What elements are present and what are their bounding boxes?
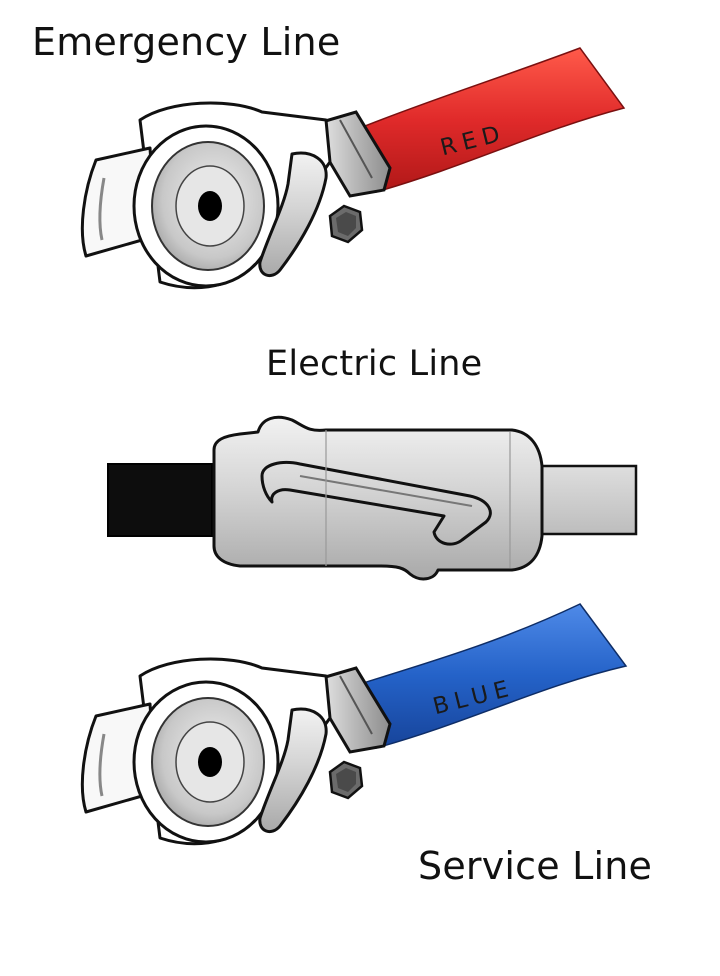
service-port [198,747,222,777]
electric-line-label: Electric Line [266,344,483,384]
service-hook [258,707,328,834]
emergency-gladhand: RED [80,47,626,290]
emergency-port [198,191,222,221]
electric-connector-body [212,415,544,581]
emergency-hose [359,47,626,193]
emergency-line-label: Emergency Line [32,20,341,64]
electric-latch [260,461,492,546]
emergency-hook [258,151,328,278]
electric-cable-left [107,463,213,537]
service-line-label: Service Line [418,844,653,888]
service-hose [359,603,628,749]
service-gladhand: BLUE [80,603,628,846]
electric-plug [107,415,638,581]
